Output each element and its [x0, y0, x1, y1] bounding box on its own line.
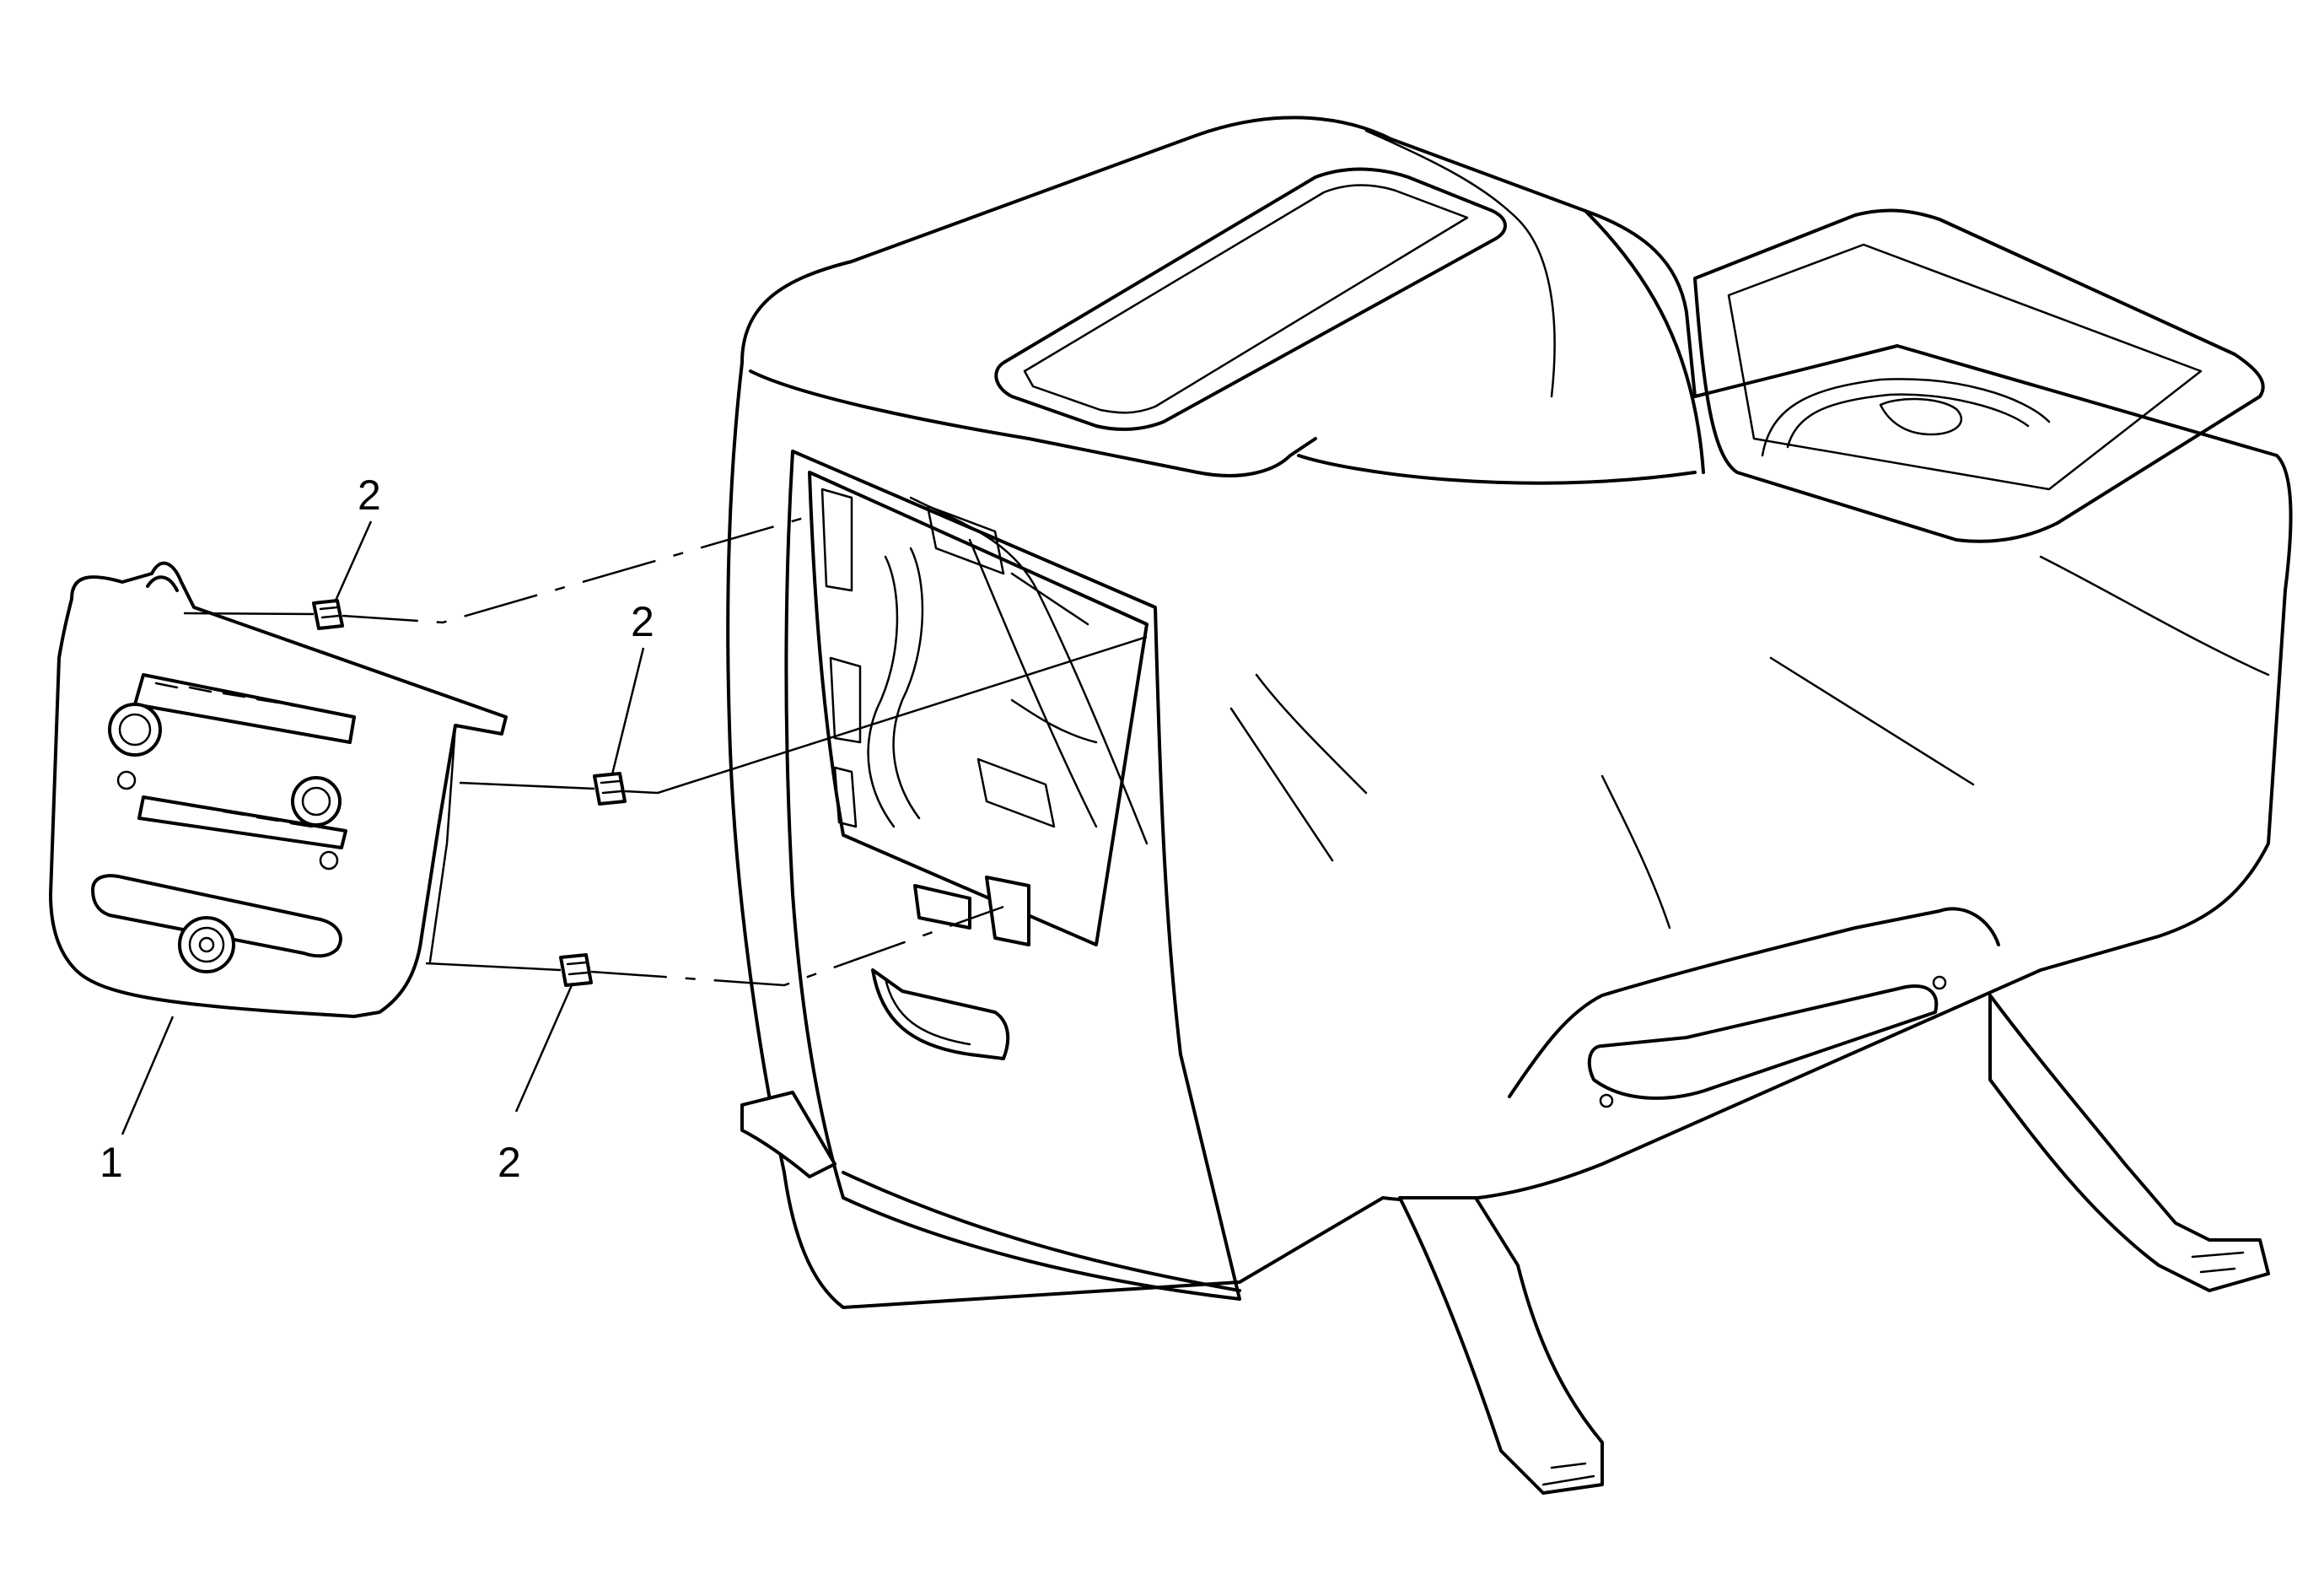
retainer-clip-bottom — [559, 953, 593, 987]
center-console-icon — [726, 116, 2293, 1495]
callout-leaders — [121, 520, 645, 1135]
callout-retainer-top: 2 — [358, 472, 381, 519]
retainer-clip-middle — [593, 772, 627, 806]
retainer-clip-top — [312, 599, 344, 630]
installation-lines — [183, 515, 1148, 987]
callout-retainer-bottom: 2 — [498, 1139, 521, 1186]
trim-panel-icon — [49, 561, 508, 1018]
callout-panel: 1 — [100, 1139, 123, 1186]
callout-retainer-middle: 2 — [631, 598, 654, 645]
